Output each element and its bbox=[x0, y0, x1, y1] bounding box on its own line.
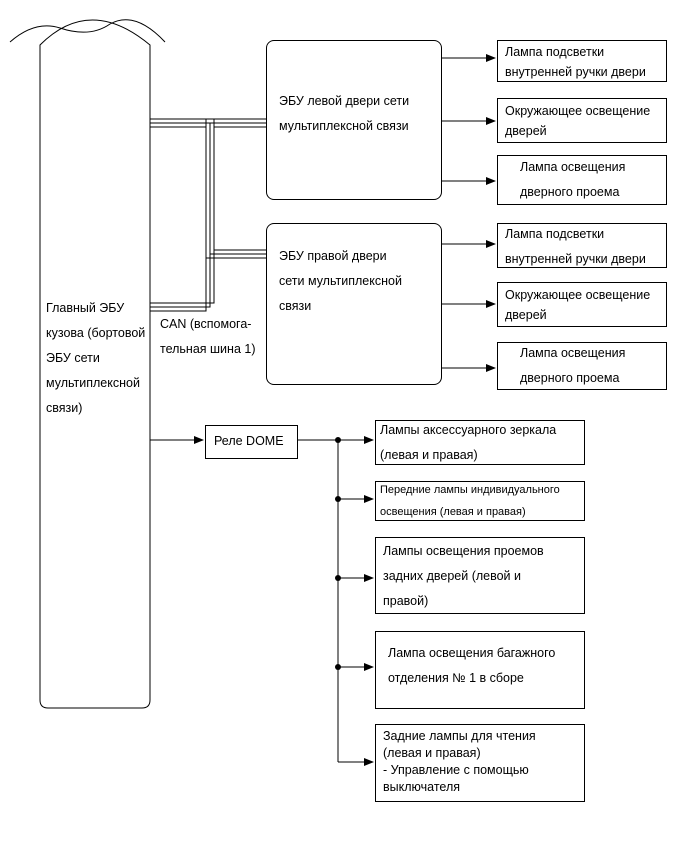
main-ecu-wave bbox=[9, 19, 166, 43]
output-line: задних дверей (левой и bbox=[383, 569, 521, 583]
output-line: Лампы аксессуарного зеркала bbox=[380, 423, 557, 437]
left-door-ecu-line: ЭБУ левой двери сети bbox=[279, 94, 410, 108]
output-line: - Управление с помощью bbox=[383, 763, 529, 777]
dome-output-box-1: Лампы аксессуарного зеркала (левая и пра… bbox=[375, 420, 585, 465]
main-ecu-line: ЭБУ сети bbox=[46, 351, 100, 365]
dome-output-box-3: Лампы освещения проемов задних дверей (л… bbox=[375, 537, 585, 614]
can-label-line: CAN (вспомога- bbox=[160, 317, 252, 331]
output-line: Лампа подсветки bbox=[505, 45, 605, 59]
main-ecu-line: Главный ЭБУ bbox=[46, 301, 125, 315]
dome-output-box-4: Лампа освещения багажного отделения № 1 … bbox=[375, 631, 585, 709]
output-line: дверного проема bbox=[520, 371, 620, 385]
output-line: Передние лампы индивидуального bbox=[380, 484, 560, 496]
output-box-left-3: Лампа освещения дверного проема bbox=[497, 155, 667, 205]
output-line: выключателя bbox=[383, 780, 461, 794]
left-door-ecu-label: ЭБУ левой двери сети мультиплексной связ… bbox=[279, 89, 409, 139]
output-line: Задние лампы для чтения bbox=[383, 729, 536, 743]
output-line: Окружающее освещение bbox=[505, 288, 651, 302]
junction-dot bbox=[335, 496, 341, 502]
output-label: Лампа освещения дверного проема bbox=[520, 341, 625, 391]
output-label: Лампы освещения проемов задних дверей (л… bbox=[383, 539, 544, 614]
output-line: внутренней ручки двери bbox=[505, 65, 646, 79]
output-line: дверей bbox=[505, 124, 547, 138]
output-line: (левая и правая) bbox=[380, 448, 478, 462]
can-label: CAN (вспомога- тельная шина 1) bbox=[160, 312, 255, 362]
output-label: Окружающее освещение дверей bbox=[505, 285, 650, 325]
output-line: освещения (левая и правая) bbox=[380, 506, 526, 518]
junction-dot bbox=[335, 664, 341, 670]
can-bus bbox=[150, 118, 267, 312]
output-box-left-2: Окружающее освещение дверей bbox=[497, 98, 667, 143]
right-door-ecu-line: связи bbox=[279, 299, 312, 313]
output-box-right-2: Окружающее освещение дверей bbox=[497, 282, 667, 327]
left-door-ecu-box: ЭБУ левой двери сети мультиплексной связ… bbox=[266, 40, 442, 200]
output-line: Лампы освещения проемов bbox=[383, 544, 544, 558]
main-ecu-line: кузова (бортовой bbox=[46, 326, 146, 340]
output-label: Лампа освещения багажного отделения № 1 … bbox=[388, 641, 555, 691]
can-label-line: тельная шина 1) bbox=[160, 342, 256, 356]
output-line: (левая и правая) bbox=[383, 746, 481, 760]
main-ecu-label: Главный ЭБУ кузова (бортовой ЭБУ сети му… bbox=[46, 296, 145, 421]
left-door-ecu-line: мультиплексной связи bbox=[279, 119, 409, 133]
right-door-ecu-line: ЭБУ правой двери bbox=[279, 249, 387, 263]
output-label: Лампа освещения дверного проема bbox=[520, 155, 625, 205]
junction-dot bbox=[335, 575, 341, 581]
output-line: Лампа подсветки bbox=[505, 227, 605, 241]
output-line: дверей bbox=[505, 308, 547, 322]
main-ecu-line: связи) bbox=[46, 401, 83, 415]
dome-relay-box: Реле DOME bbox=[205, 425, 298, 459]
output-line: Лампа освещения bbox=[520, 160, 626, 174]
output-box-left-1: Лампа подсветки внутренней ручки двери bbox=[497, 40, 667, 82]
output-line: Лампа освещения bbox=[520, 346, 626, 360]
output-label: Окружающее освещение дверей bbox=[505, 101, 650, 141]
junction-dot bbox=[335, 437, 341, 443]
output-line: правой) bbox=[383, 594, 429, 608]
output-label: Лампа подсветки внутренней ручки двери bbox=[505, 222, 646, 272]
right-door-ecu-line: сети мультиплексной bbox=[279, 274, 402, 288]
right-door-ecu-box: ЭБУ правой двери сети мультиплексной свя… bbox=[266, 223, 442, 385]
main-ecu-line: мультиплексной bbox=[46, 376, 140, 390]
output-box-right-1: Лампа подсветки внутренней ручки двери bbox=[497, 223, 667, 268]
output-line: Окружающее освещение bbox=[505, 104, 651, 118]
output-label: Задние лампы для чтения (левая и правая)… bbox=[383, 728, 536, 796]
output-box-right-3: Лампа освещения дверного проема bbox=[497, 342, 667, 390]
dome-relay-label: Реле DOME bbox=[214, 434, 284, 448]
right-door-ecu-label: ЭБУ правой двери сети мультиплексной свя… bbox=[279, 244, 402, 319]
output-line: Лампа освещения багажного bbox=[388, 646, 556, 660]
output-line: внутренней ручки двери bbox=[505, 252, 646, 266]
dome-output-box-5: Задние лампы для чтения (левая и правая)… bbox=[375, 724, 585, 802]
output-line: отделения № 1 в сборе bbox=[388, 671, 524, 685]
output-label: Лампы аксессуарного зеркала (левая и пра… bbox=[380, 418, 556, 468]
output-label: Передние лампы индивидуального освещения… bbox=[380, 479, 560, 523]
output-label: Лампа подсветки внутренней ручки двери bbox=[505, 42, 646, 82]
main-ecu-outline bbox=[39, 19, 151, 709]
dome-output-box-2: Передние лампы индивидуального освещения… bbox=[375, 481, 585, 521]
output-line: дверного проема bbox=[520, 185, 620, 199]
